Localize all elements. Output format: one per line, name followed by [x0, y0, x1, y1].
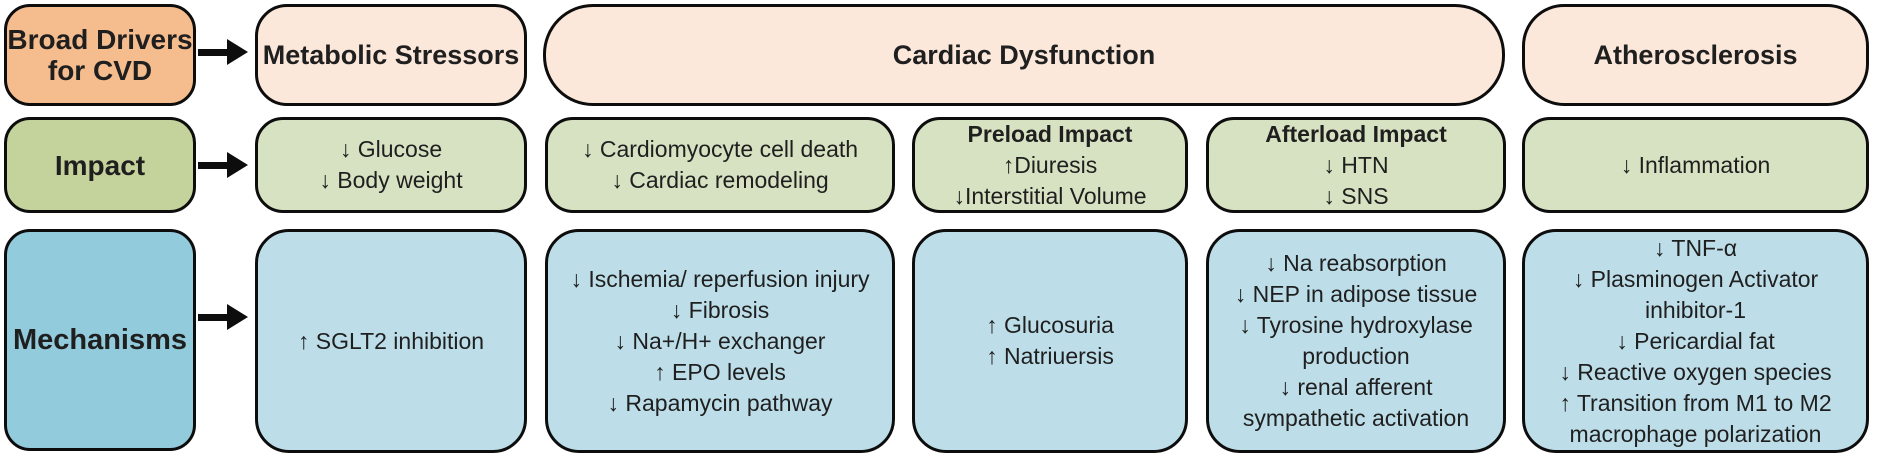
arrow-head: [227, 39, 248, 65]
mechanism-line: ↓ Reactive oxygen species: [1559, 358, 1832, 385]
mechanism-line: ↓ Pericardial fat: [1616, 327, 1775, 354]
header-text: Metabolic Stressors: [262, 39, 520, 70]
impact-cell-afterload: Afterload Impact ↓ HTN ↓ SNS: [1206, 117, 1506, 213]
arrow-right-icon: [198, 304, 248, 330]
impact-line: ↓ Cardiomyocyte cell death: [581, 136, 859, 162]
mechanism-line: ↓ Na reabsorption: [1265, 250, 1447, 276]
row-label-text: Impact: [54, 149, 146, 181]
row-label-text: for CVD: [47, 55, 153, 86]
mechanism-cell-cardiac-general: ↓ Ischemia/ reperfusion injury ↓ Fibrosi…: [545, 229, 895, 453]
mechanism-line: ↑ Glucosuria: [986, 312, 1114, 338]
mechanism-line: ↓ NEP in adipose tissue: [1234, 281, 1478, 307]
mechanism-line: ↓ TNF-α: [1653, 234, 1738, 261]
header-metabolic-stressors: Metabolic Stressors: [255, 4, 527, 106]
impact-cell-title: Afterload Impact: [1265, 120, 1447, 147]
row-label-mechanisms: Mechanisms: [4, 229, 196, 451]
impact-line: ↓Interstitial Volume: [953, 182, 1147, 209]
arrow-head: [227, 152, 248, 178]
mechanism-line: ↓ Plasminogen Activator inhibitor-1: [1572, 265, 1819, 323]
mechanism-cell-afterload: ↓ Na reabsorption ↓ NEP in adipose tissu…: [1206, 229, 1506, 453]
impact-line: ↓ Glucose: [339, 136, 443, 162]
mechanism-line: ↑ SGLT2 inhibition: [297, 327, 485, 354]
impact-cell-cardiac-general: ↓ Cardiomyocyte cell death ↓ Cardiac rem…: [545, 117, 895, 213]
arrow-shaft: [198, 161, 227, 169]
mechanism-line: ↓ Na+/H+ exchanger: [614, 327, 826, 354]
mechanism-line: ↓ Rapamycin pathway: [607, 389, 833, 416]
impact-cell-preload: Preload Impact ↑Diuresis ↓Interstitial V…: [912, 117, 1188, 213]
arrow-shaft: [198, 313, 227, 321]
impact-line: ↓ Body weight: [319, 167, 463, 193]
mechanism-line: ↓ renal afferent sympathetic activation: [1242, 374, 1470, 431]
mechanism-line: ↓ Ischemia/ reperfusion injury: [570, 265, 870, 292]
row-label-impact: Impact: [4, 117, 196, 213]
impact-line: ↓ SNS: [1323, 182, 1389, 209]
header-atherosclerosis: Atherosclerosis: [1522, 4, 1869, 106]
row-label-broad-drivers: Broad Drivers for CVD: [4, 4, 196, 106]
header-text: Atherosclerosis: [1593, 39, 1798, 70]
header-text: Cardiac Dysfunction: [892, 39, 1156, 70]
impact-cell-title: Preload Impact: [967, 120, 1133, 147]
mechanism-line: ↑ Transition from M1 to M2 macrophage po…: [1559, 389, 1832, 447]
arrow-shaft: [198, 48, 227, 56]
mechanism-line: ↓ Fibrosis: [670, 296, 770, 323]
impact-line: ↓ Cardiac remodeling: [611, 167, 829, 193]
mechanism-cell-metabolic: ↑ SGLT2 inhibition: [255, 229, 527, 453]
row-label-text: Broad Drivers: [7, 24, 193, 55]
mechanism-cell-atherosclerosis: ↓ TNF-α ↓ Plasminogen Activator inhibito…: [1522, 229, 1869, 453]
header-cardiac-dysfunction: Cardiac Dysfunction: [543, 4, 1505, 106]
impact-cell-atherosclerosis: ↓ Inflammation: [1522, 117, 1869, 213]
impact-line: ↓ HTN: [1323, 151, 1389, 178]
arrow-right-icon: [198, 152, 248, 178]
row-label-text: Mechanisms: [12, 323, 188, 356]
arrow-right-icon: [198, 39, 248, 65]
mechanism-line: ↑ Natriuersis: [986, 343, 1114, 369]
impact-line: ↑Diuresis: [1002, 151, 1098, 178]
impact-line: ↓ Inflammation: [1620, 151, 1771, 178]
arrow-head: [227, 304, 248, 330]
mechanism-line: ↓ Tyrosine hydroxylase production: [1239, 312, 1473, 369]
mechanism-cell-preload: ↑ Glucosuria ↑ Natriuersis: [912, 229, 1188, 453]
mechanism-line: ↑ EPO levels: [654, 358, 786, 385]
impact-cell-metabolic: ↓ Glucose ↓ Body weight: [255, 117, 527, 213]
